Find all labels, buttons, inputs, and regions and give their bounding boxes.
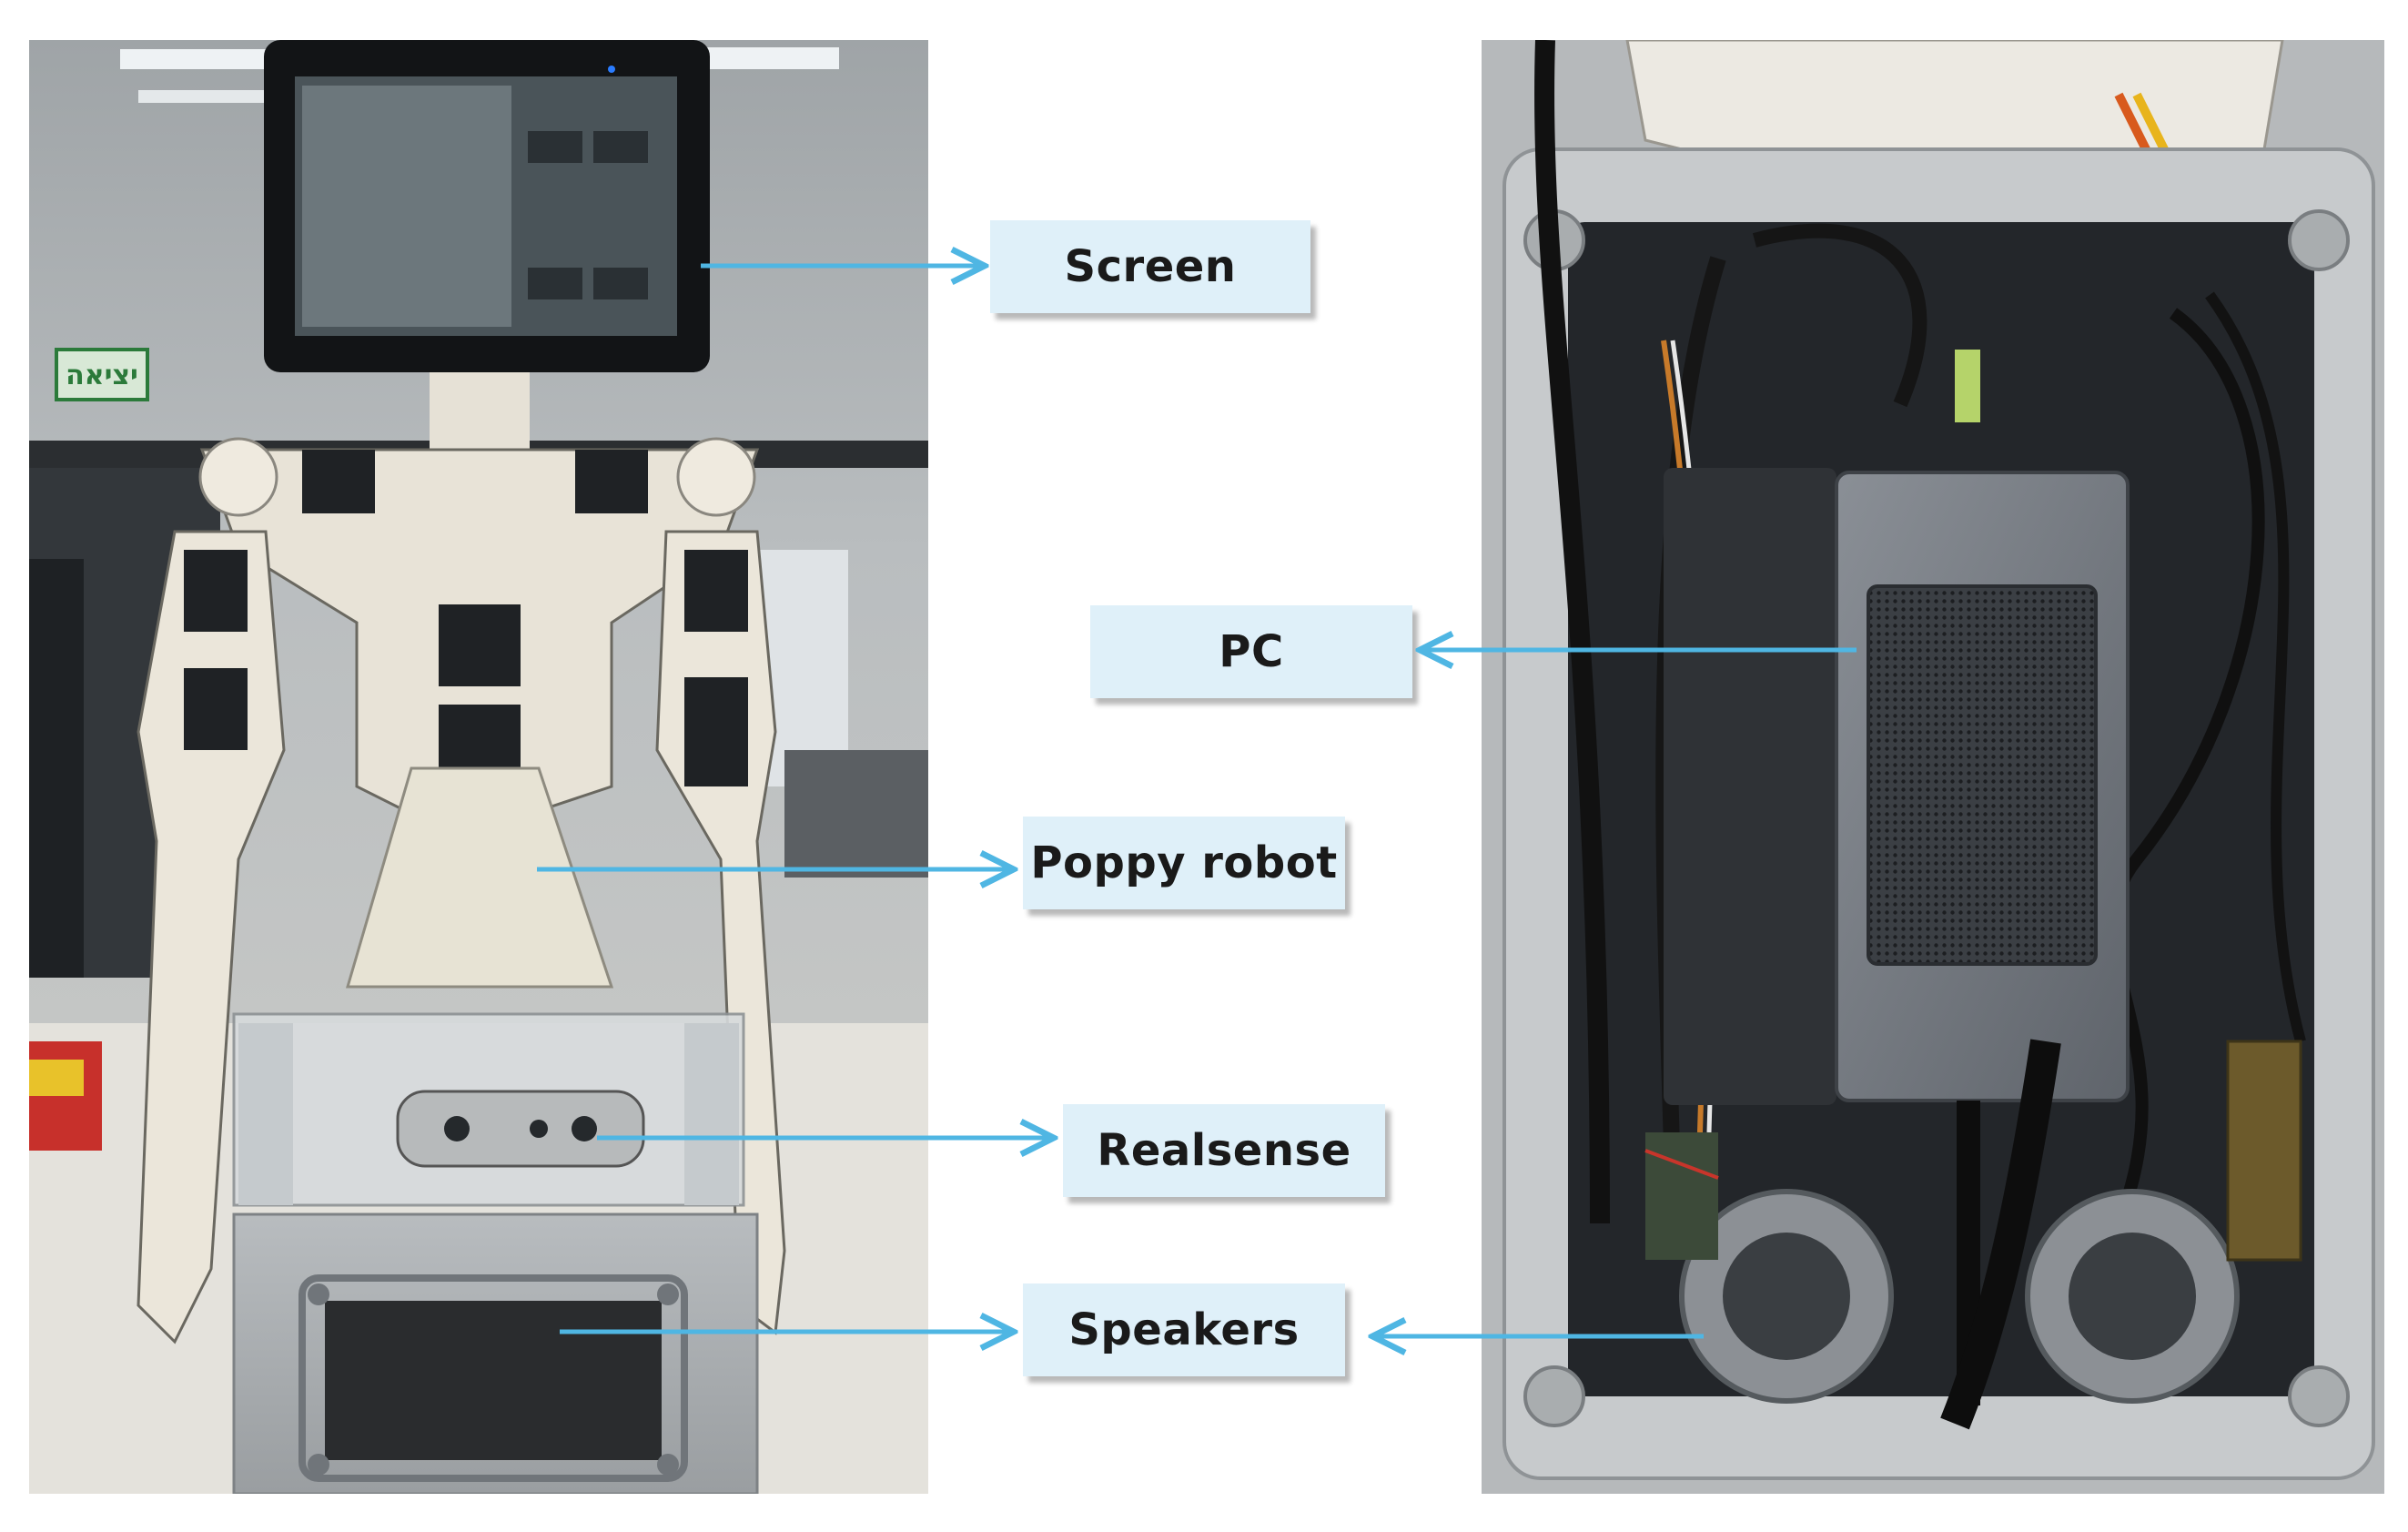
svg-text:יציאה: יציאה [66, 360, 138, 391]
robot-front-photo: יציאה [29, 40, 928, 1494]
label-screen: Screen [990, 220, 1310, 313]
electronics-box-photo [1482, 40, 2384, 1494]
label-poppy-robot: Poppy robot [1023, 817, 1345, 909]
label-realsense: Realsense [1063, 1104, 1385, 1197]
label-speakers: Speakers [1023, 1283, 1345, 1376]
label-pc: PC [1090, 605, 1412, 698]
